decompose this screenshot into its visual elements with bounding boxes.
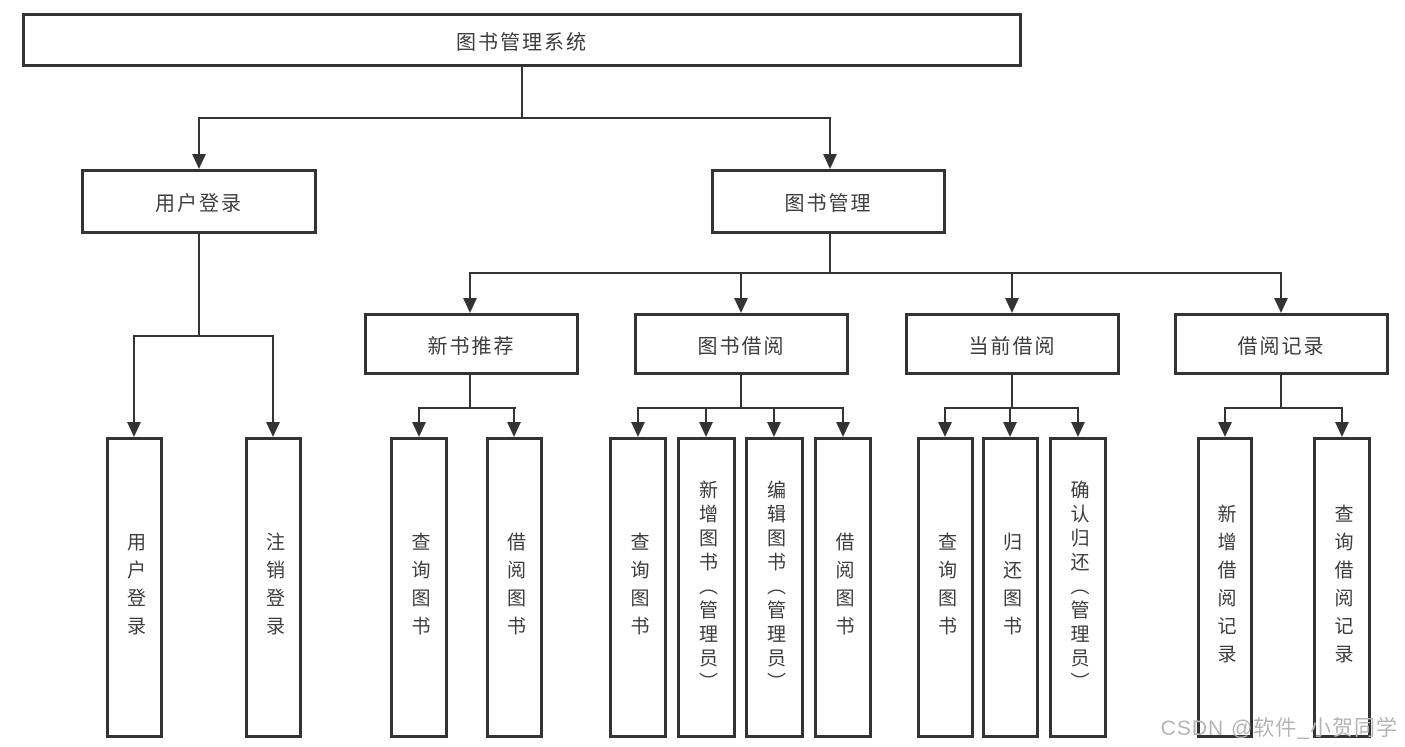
connector-vline xyxy=(1280,374,1282,408)
connector-vline xyxy=(521,67,523,118)
connector-vline xyxy=(198,233,200,337)
arrow-down-icon xyxy=(191,118,207,169)
connector-vline xyxy=(829,233,831,273)
leaf-return-books: 归还图书 xyxy=(982,437,1039,738)
leaf-query-books-1: 查询图书 xyxy=(390,437,448,738)
leaf-query-books-2: 查询图书 xyxy=(609,437,667,738)
leaf-logout: 注销登录 xyxy=(245,437,302,738)
arrow-down-icon xyxy=(1273,273,1289,313)
leaf-borrow-books-1: 借阅图书 xyxy=(486,437,543,738)
connector-vline xyxy=(740,374,742,408)
arrow-down-icon xyxy=(1070,408,1086,437)
node-user-login: 用户登录 xyxy=(81,169,317,234)
connector-hline xyxy=(198,117,831,119)
leaf-confirm-return-admin: 确认归还（管理员） xyxy=(1049,437,1107,738)
arrow-down-icon xyxy=(937,408,953,437)
node-new-book-recommendation: 新书推荐 xyxy=(364,313,579,375)
leaf-query-borrow-record: 查询借阅记录 xyxy=(1313,437,1371,738)
leaf-user-login: 用户登录 xyxy=(106,437,163,738)
connector-hline xyxy=(469,272,1282,274)
arrow-down-icon xyxy=(630,408,646,437)
node-borrowing-records: 借阅记录 xyxy=(1174,313,1389,375)
connector-hline xyxy=(133,335,274,337)
leaf-add-book-admin: 新增图书（管理员） xyxy=(677,437,736,738)
node-current-borrowing: 当前借阅 xyxy=(905,313,1120,375)
arrow-down-icon xyxy=(265,336,281,437)
leaf-edit-book-admin: 编辑图书（管理员） xyxy=(745,437,804,738)
connector-hline xyxy=(944,407,1079,409)
arrow-down-icon xyxy=(411,408,427,437)
arrow-down-icon xyxy=(462,273,478,313)
connector-vline xyxy=(1011,374,1013,408)
node-book-borrowing: 图书借阅 xyxy=(634,313,849,375)
connector-hline xyxy=(418,407,516,409)
arrow-down-icon xyxy=(1004,273,1020,313)
arrow-down-icon xyxy=(698,408,714,437)
leaf-add-borrow-record: 新增借阅记录 xyxy=(1197,437,1253,738)
arrow-down-icon xyxy=(822,118,838,169)
connector-hline xyxy=(1224,407,1343,409)
leaf-borrow-books-2: 借阅图书 xyxy=(814,437,872,738)
arrow-down-icon xyxy=(766,408,782,437)
arrow-down-icon xyxy=(506,408,522,437)
connector-vline xyxy=(469,374,471,408)
arrow-down-icon xyxy=(1217,408,1233,437)
connector-hline xyxy=(637,407,844,409)
arrow-down-icon xyxy=(126,336,142,437)
arrow-down-icon xyxy=(1002,408,1018,437)
node-book-management-system: 图书管理系统 xyxy=(22,13,1022,67)
arrow-down-icon xyxy=(835,408,851,437)
arrow-down-icon xyxy=(1334,408,1350,437)
watermark-text: CSDN @软件_小贺同学 xyxy=(1160,717,1398,740)
node-book-management: 图书管理 xyxy=(711,169,946,234)
leaf-query-books-3: 查询图书 xyxy=(917,437,974,738)
arrow-down-icon xyxy=(733,273,749,313)
